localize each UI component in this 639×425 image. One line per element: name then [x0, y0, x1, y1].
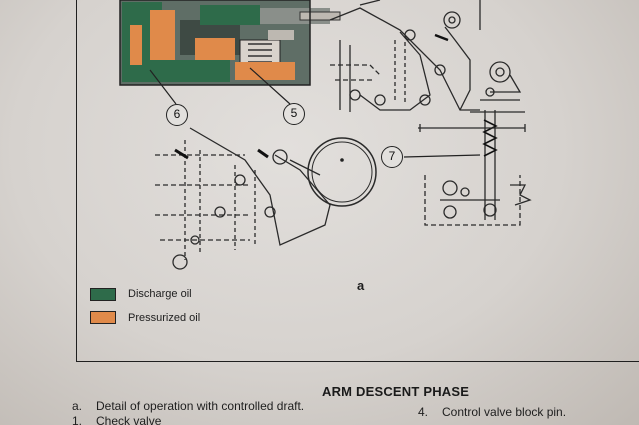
figure-frame: [76, 0, 639, 362]
callout-5: 5: [283, 103, 305, 125]
caption-item-key: a.: [72, 399, 83, 413]
lower-linkage-drawing: [155, 127, 331, 270]
caption-item-key: 1.: [72, 414, 83, 425]
caption-item-text: Check valve: [96, 414, 162, 425]
figure-caption-title: ARM DESCENT PHASE: [322, 384, 470, 399]
legend-label-discharge: Discharge oil: [128, 288, 192, 300]
panel-label: a: [357, 278, 365, 293]
upper-linkage-drawing: [329, 0, 481, 112]
caption-item-text: Control valve block pin.: [442, 405, 567, 419]
valve-block-illustration: [119, 0, 341, 86]
callout-7: 7: [381, 146, 403, 168]
caption-item-key: 4.: [418, 405, 429, 419]
legend-label-pressurized: Pressurized oil: [128, 312, 201, 324]
callout-6: 6: [166, 104, 188, 126]
legend-swatch-discharge: [90, 288, 116, 301]
draft-control-disc: [307, 137, 377, 207]
right-linkage-drawing: [418, 61, 532, 226]
caption-item-text: Detail of operation with controlled draf…: [96, 399, 305, 413]
legend-swatch-pressurized: [90, 311, 116, 324]
